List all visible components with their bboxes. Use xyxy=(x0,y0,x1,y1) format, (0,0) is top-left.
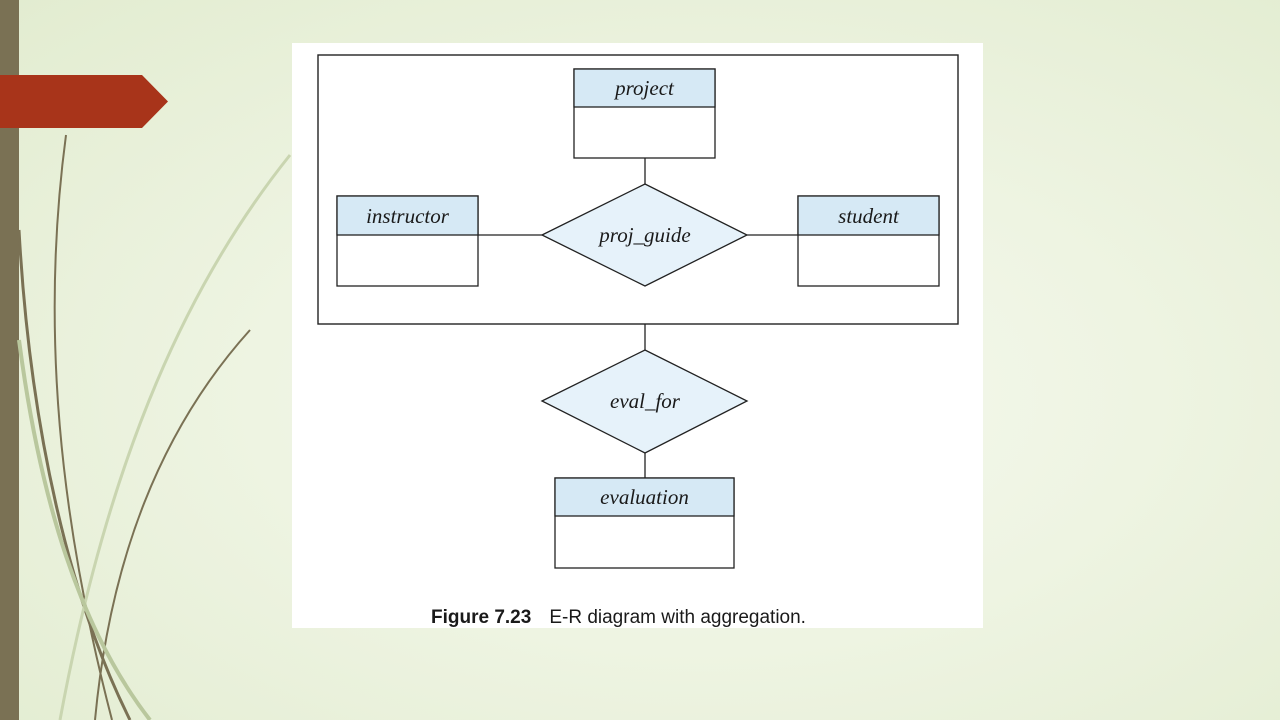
relationship-name-proj-guide: proj_guide xyxy=(597,223,690,247)
relationship-eval-for: eval_for xyxy=(540,349,749,454)
relationship-proj-guide: proj_guide xyxy=(540,183,749,287)
er-diagram: project instructor student proj_guide ev… xyxy=(317,54,959,569)
left-accent-bar xyxy=(0,0,19,720)
decorative-swooshes xyxy=(17,134,292,720)
title-arrow-tab xyxy=(0,75,168,128)
figure-caption-number: Figure 7.23 xyxy=(431,607,532,628)
entity-instructor: instructor xyxy=(336,195,479,287)
entity-project: project xyxy=(573,68,716,159)
entity-evaluation: evaluation xyxy=(554,477,735,569)
entity-name-instructor: instructor xyxy=(366,204,450,228)
entity-student: student xyxy=(797,195,940,287)
entity-name-student: student xyxy=(838,204,900,228)
figure-caption: Figure 7.23 E-R diagram with aggregation. xyxy=(431,607,806,629)
relationship-name-eval-for: eval_for xyxy=(610,389,681,413)
entity-name-evaluation: evaluation xyxy=(600,485,689,509)
entity-name-project: project xyxy=(613,76,675,100)
figure-caption-text: E-R diagram with aggregation. xyxy=(549,607,806,628)
figure-panel: project instructor student proj_guide ev… xyxy=(292,43,983,628)
